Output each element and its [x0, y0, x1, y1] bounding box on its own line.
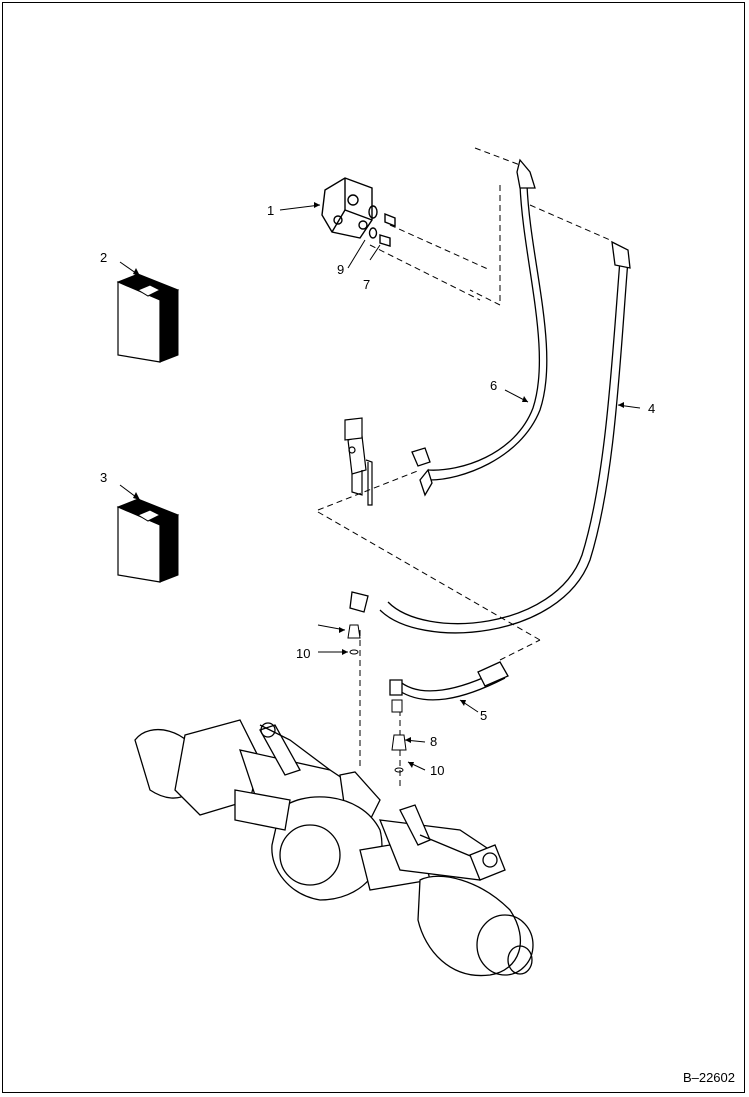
decal-icon [116, 273, 180, 363]
callout-10-upper: 10 [296, 646, 310, 661]
drawing-reference-number: B–22602 [682, 1070, 735, 1085]
callout-7: 7 [363, 277, 370, 292]
callout-9: 9 [337, 262, 344, 277]
callout-2: 2 [100, 250, 107, 265]
valve-block-icon [321, 177, 396, 247]
valve-bracket-icon [344, 417, 373, 506]
callout-8: 8 [430, 734, 437, 749]
callout-6: 6 [490, 378, 497, 393]
leader-arrows [133, 202, 624, 768]
hose-4 [349, 240, 631, 634]
callout-4: 4 [648, 401, 655, 416]
callout-10-lower: 10 [430, 763, 444, 778]
leader-lines [119, 204, 641, 771]
hose-6 [411, 158, 548, 497]
axle-assembly-icon [134, 719, 534, 977]
decal-icon [116, 498, 180, 583]
callout-3: 3 [100, 470, 107, 485]
callout-1: 1 [267, 203, 274, 218]
callout-5: 5 [480, 708, 487, 723]
fitting-icon [347, 624, 407, 773]
hose-5 [389, 661, 509, 701]
